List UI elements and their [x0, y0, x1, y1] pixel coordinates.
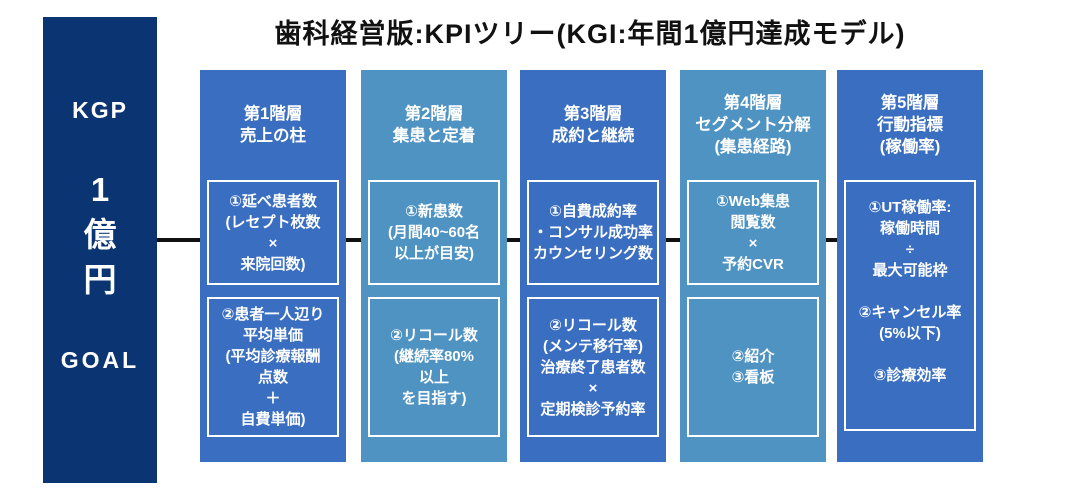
goal-amount: 1 億 円: [83, 171, 117, 298]
kpi-column-level3: 第3階層 成約と継続 ①自費成約率 ・コンサル成功率 カウンセリング数 ②リコー…: [520, 70, 666, 462]
kpi-column-level2: 第2階層 集患と定着 ①新患数 (月間40~60名 以上が目安) ②リコール数 …: [361, 70, 507, 462]
column-header: 第3階層 成約と継続: [551, 105, 635, 145]
column-header: 第1階層 売上の柱: [240, 105, 306, 145]
kpi-box: ②リコール数 (継続率80% 以上 を目指す): [368, 297, 500, 437]
column-header: 第4階層 セグメント分解 (集患経路): [695, 94, 811, 156]
column-header: 第5階層 行動指標 (稼働率): [877, 94, 943, 156]
diagram-title: 歯科経営版:KPIツリー(KGI:年間1億円達成モデル): [274, 19, 906, 49]
goal-label: GOAL: [60, 347, 140, 373]
kpi-box: ①自費成約率 ・コンサル成功率 カウンセリング数: [527, 180, 659, 285]
kpi-box: ②紹介 ③看板: [687, 297, 819, 437]
kpi-column-level1: 第1階層 売上の柱 ①延べ患者数 (レセプト枚数 × 来院回数) ②患者一人辺り…: [200, 70, 346, 462]
kpi-box: ①Web集患 閲覧数 × 予約CVR: [687, 180, 819, 285]
kgp-label: KGP: [72, 97, 128, 123]
kpi-box: ①新患数 (月間40~60名 以上が目安): [368, 180, 500, 285]
kpi-box: ②リコール数 (メンテ移行率) 治療終了患者数 × 定期検診予約率: [527, 297, 659, 437]
kpi-box: ②患者一人辺り 平均単価 (平均診療報酬 点数 ＋ 自費単価): [207, 297, 339, 437]
kpi-box: ①延べ患者数 (レセプト枚数 × 来院回数): [207, 180, 339, 285]
kpi-box: ①UT稼働率: 稼働時間 ÷ 最大可能枠 ②キャンセル率 (5%以下) ③診療効…: [844, 180, 976, 431]
kpi-column-level5: 第5階層 行動指標 (稼働率) ①UT稼働率: 稼働時間 ÷ 最大可能枠 ②キャ…: [837, 70, 983, 462]
kpi-column-level4: 第4階層 セグメント分解 (集患経路) ①Web集患 閲覧数 × 予約CVR ②…: [680, 70, 826, 462]
column-header: 第2階層 集患と定着: [392, 105, 476, 145]
kgi-goal-bar: KGP 1 億 円 GOAL: [43, 17, 157, 483]
